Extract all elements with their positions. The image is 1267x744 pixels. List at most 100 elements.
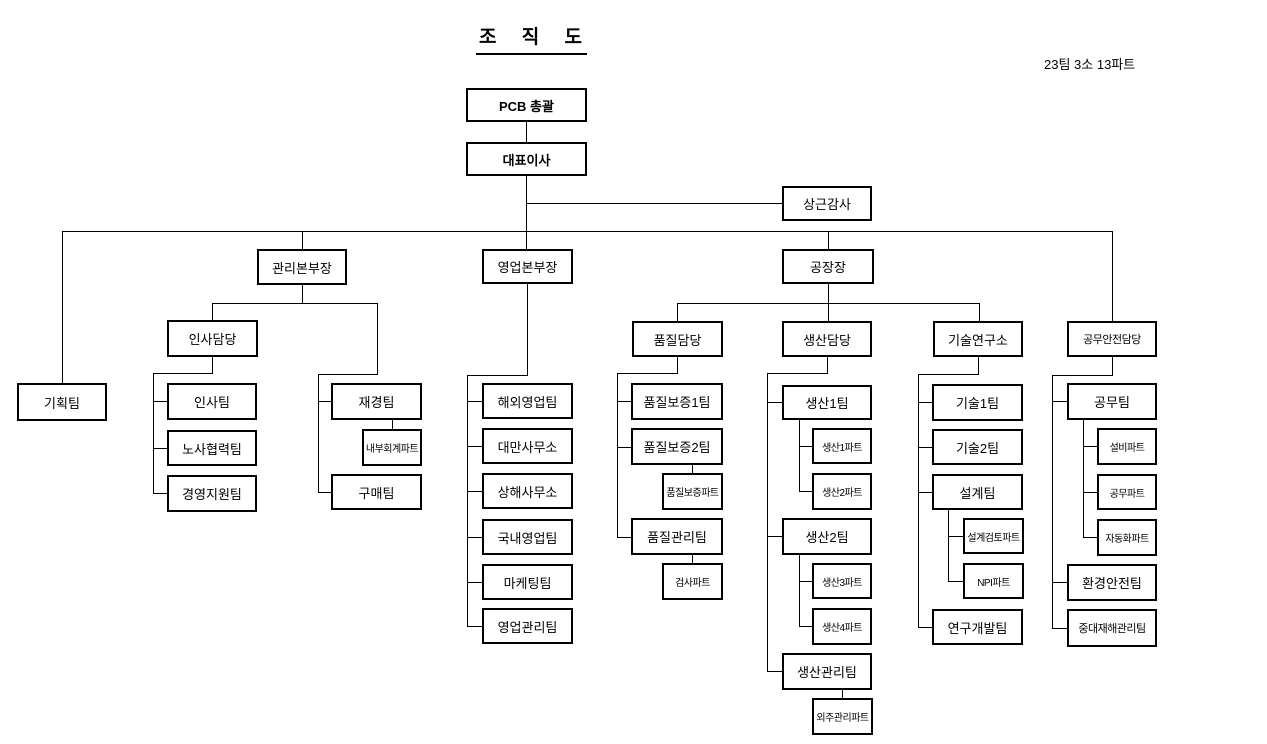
summary-note: 23팀 3소 13파트 [1044,57,1136,72]
connector-line [827,357,828,373]
connector-line [153,401,167,402]
org-node-tech-team1: 기술1팀 [932,384,1023,421]
connector-line [799,626,812,627]
connector-line [467,626,482,627]
org-node-taiwan-office: 대만사무소 [482,428,573,464]
connector-line [1083,492,1097,493]
connector-line [1083,446,1097,447]
connector-line [392,420,393,429]
connector-line [62,231,1113,232]
connector-line [467,491,482,492]
connector-line [677,357,678,373]
connector-line [842,690,843,698]
connector-line [799,420,800,491]
connector-line [918,374,979,375]
connector-line [1052,401,1067,402]
connector-line [767,536,782,537]
connector-line [799,555,800,626]
connector-line [799,446,812,447]
connector-line [692,465,693,473]
connector-line [1052,582,1067,583]
org-node-hr-team: 인사팀 [167,383,257,420]
connector-line [617,537,631,538]
connector-line [302,231,303,249]
org-node-sales-admin-team: 영업관리팀 [482,608,573,644]
org-node-tech-team2: 기술2팀 [932,429,1023,465]
connector-line [918,627,932,628]
org-node-qc-team: 품질관리팀 [631,518,723,555]
org-node-inspection-part: 검사파트 [662,563,723,600]
org-node-prod-part3: 생산3파트 [812,563,872,599]
connector-line [318,374,319,493]
org-node-safety-lead: 공무안전담당 [1067,321,1157,357]
org-node-prod-part4: 생산4파트 [812,608,872,645]
org-node-prod-mgmt-team: 생산관리팀 [782,653,872,690]
org-node-pcb: PCB 총괄 [466,88,587,122]
connector-line [62,231,63,383]
connector-line [979,303,980,321]
org-node-equipment-part: 설비파트 [1097,428,1157,465]
connector-line [948,536,963,537]
connector-line [526,122,527,142]
org-node-env-safety-team: 환경안전팀 [1067,564,1157,601]
org-node-ceo: 대표이사 [466,142,587,176]
org-node-facility-part: 공무파트 [1097,474,1157,510]
connector-line [153,493,167,494]
org-node-quality-lead: 품질담당 [632,321,723,357]
org-node-marketing-team: 마케팅팀 [482,564,573,600]
connector-line [1083,420,1084,537]
connector-line [467,375,528,376]
org-node-mgmt-support-team: 경영지원팀 [167,475,257,512]
connector-line [467,446,482,447]
org-node-hr-lead: 인사담당 [167,320,258,357]
connector-line [318,492,331,493]
connector-line [948,510,949,581]
org-node-internal-acct-part: 내부회계파트 [362,429,422,466]
connector-line [318,374,378,375]
page-title: 조 직 도 [476,22,587,55]
connector-line [617,447,631,448]
connector-line [377,303,378,374]
connector-line [948,581,963,582]
org-node-facility-team: 공무팀 [1067,383,1157,420]
connector-line [318,401,331,402]
connector-line [767,402,782,403]
org-node-labor-coop-team: 노사협력팀 [167,430,257,466]
connector-line [799,491,812,492]
connector-line [767,373,768,672]
org-node-qa-team1: 품질보증1팀 [631,383,723,420]
connector-line [467,375,468,627]
connector-line [212,357,213,373]
connector-line [467,537,482,538]
connector-line [978,357,979,374]
org-node-tech-lab: 기술연구소 [933,321,1023,357]
connector-line [1112,357,1113,375]
connector-line [1083,537,1097,538]
connector-line [153,373,154,494]
org-node-npi-part: NPI파트 [963,563,1024,599]
org-node-prod-team1: 생산1팀 [782,385,872,420]
connector-line [918,492,932,493]
connector-line [1112,231,1113,321]
org-node-disaster-mgmt-team: 중대재해관리팀 [1067,609,1157,647]
org-node-overseas-sales-team: 해외영업팀 [482,383,573,419]
org-node-qa-part: 품질보증파트 [662,473,723,510]
connector-line [767,373,828,374]
connector-line [467,582,482,583]
org-node-factory-manager: 공장장 [782,249,874,284]
org-node-qa-team2: 품질보증2팀 [631,428,723,465]
connector-line [467,401,482,402]
org-node-auditor: 상근감사 [782,186,872,221]
org-node-purchasing-team: 구매팀 [331,474,422,510]
org-node-sales-director: 영업본부장 [482,249,573,284]
connector-line [153,448,167,449]
org-node-domestic-sales-team: 국내영업팀 [482,519,573,555]
connector-line [828,303,829,321]
org-node-production-lead: 생산담당 [782,321,872,357]
connector-line [617,373,618,538]
connector-line [1052,628,1067,629]
connector-line [617,373,678,374]
connector-line [692,555,693,563]
org-node-rnd-team: 연구개발팀 [932,609,1023,645]
